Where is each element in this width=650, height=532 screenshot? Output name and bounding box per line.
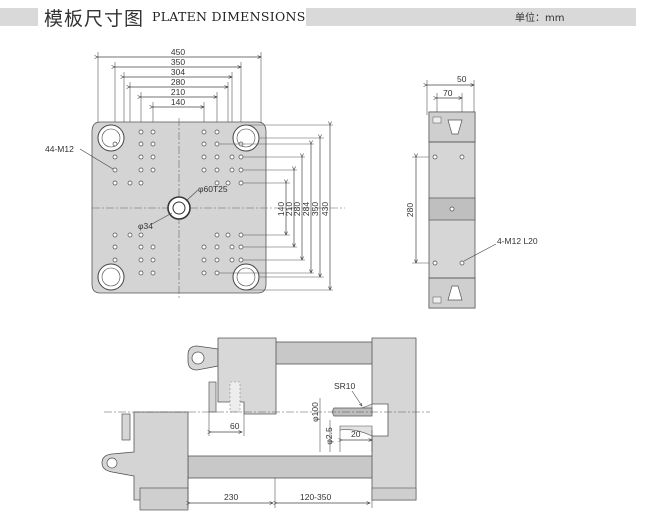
bolt-callout: 44-M12 xyxy=(45,144,74,154)
front-view: 450 350 304 280 210 140 xyxy=(45,47,345,300)
dim-280: 280 xyxy=(171,77,185,87)
side-view: 50 70 280 4-M12 L20 xyxy=(405,74,538,309)
side-dim-70: 70 xyxy=(443,88,453,98)
page-title: 模板尺寸图 xyxy=(44,8,145,30)
dim-v-284: 284 xyxy=(301,202,311,216)
bore-callout: φ34 xyxy=(138,221,153,231)
dim-v-140: 140 xyxy=(276,202,286,216)
dim-304: 304 xyxy=(171,67,185,77)
dim-230: 230 xyxy=(224,492,238,502)
side-bolt-callout: 4-M12 L20 xyxy=(497,236,538,246)
header-bar-left xyxy=(0,8,38,26)
dim-450: 450 xyxy=(171,47,185,57)
dim-v-210: 210 xyxy=(284,202,294,216)
dim-20: 20 xyxy=(351,429,361,439)
dim-v-430: 430 xyxy=(320,202,330,216)
center-hole-callout: φ60T25 xyxy=(198,184,228,194)
dim-210: 210 xyxy=(171,87,185,97)
sr-label: SR10 xyxy=(334,381,356,391)
side-dim-50: 50 xyxy=(457,74,467,84)
dim-120-350: 120-350 xyxy=(300,492,331,502)
dia-100-label: φ100 xyxy=(310,402,320,422)
dim-v-350: 350 xyxy=(310,202,320,216)
dim-60: 60 xyxy=(230,421,240,431)
dim-350: 350 xyxy=(171,57,185,67)
dia-small-label: φ2.5 xyxy=(324,427,334,445)
machine-side-view: SR10 φ100 φ2.5 20 60 230 120-350 xyxy=(101,337,430,511)
page-subtitle: PLATEN DIMENSIONS xyxy=(152,9,306,24)
dim-140: 140 xyxy=(171,97,185,107)
header-bar-right xyxy=(306,8,636,26)
unit-label: 单位：mm xyxy=(515,13,565,24)
side-dim-280: 280 xyxy=(405,203,415,217)
dim-v-280: 280 xyxy=(292,202,302,216)
